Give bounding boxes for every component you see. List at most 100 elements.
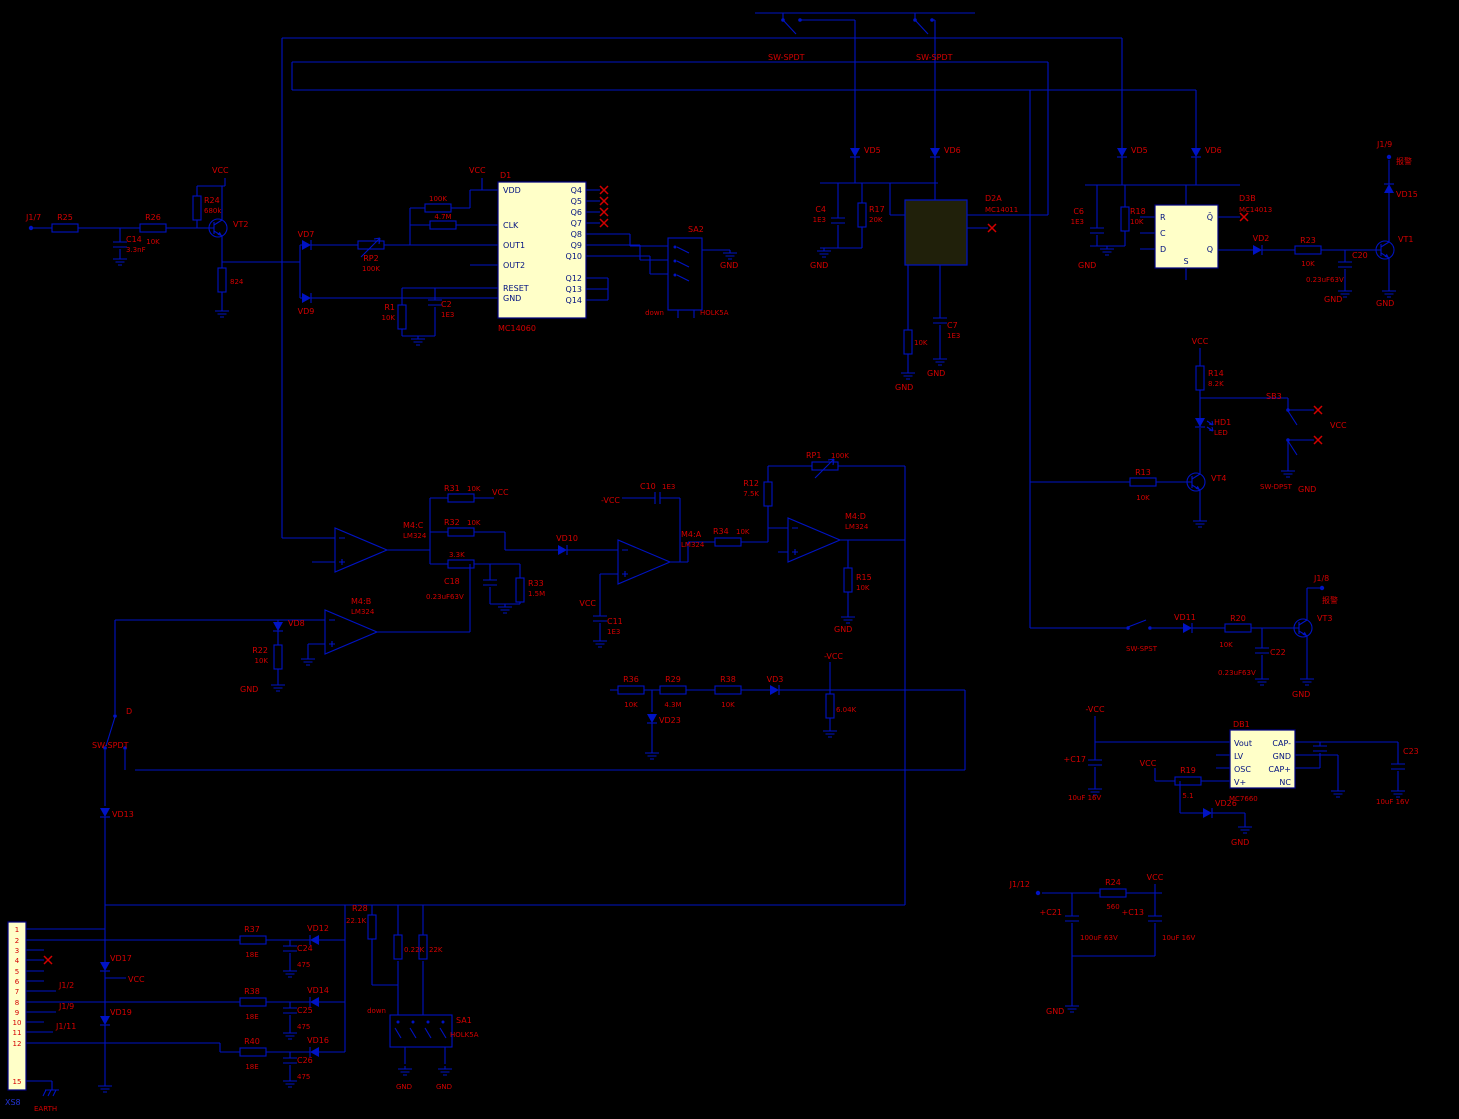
schematic-label: VD9: [298, 307, 315, 316]
schematic-label: HD1: [1214, 418, 1231, 427]
schematic-label: VD14: [307, 986, 329, 995]
schematic-label: 3: [15, 947, 19, 955]
schematic-label: XS8: [5, 1098, 21, 1107]
schematic-label: SW-SPDT: [768, 53, 805, 62]
wire-path: [1140, 160, 1390, 288]
schematic-label: R32: [444, 518, 460, 527]
schematic-label: Q12: [566, 274, 582, 283]
schematic-label: 4.7M: [434, 213, 451, 221]
schematic-label: GND: [1046, 1007, 1064, 1016]
schematic-label: VCC: [1140, 759, 1157, 768]
schematic-label: 100uF 63V: [1080, 934, 1118, 942]
schematic-label: VD17: [110, 954, 132, 963]
schematic-label: GND: [436, 1083, 452, 1091]
schematic-label: NC: [1279, 778, 1291, 787]
schematic-label: R24: [1105, 878, 1121, 887]
switch-contact-dot: [1126, 626, 1130, 630]
schematic-label: 4.3M: [664, 701, 681, 709]
schematic-label: C22: [1270, 648, 1286, 657]
ic-mc14013-block: [1154, 204, 1219, 269]
schematic-label: C18: [444, 577, 460, 586]
schematic-label: 4: [15, 957, 20, 965]
switch-contact-dot: [1286, 408, 1290, 412]
schematic-label: 824: [230, 278, 244, 286]
schematic-label: C23: [1403, 747, 1419, 756]
schematic-label: VT1: [1398, 235, 1413, 244]
schematic-label: 8.2K: [1208, 380, 1224, 388]
schematic-label: CAP-: [1272, 739, 1291, 748]
schematic-label: 22K: [429, 946, 443, 954]
wire-path: [104, 620, 966, 1052]
schematic-label: 0.23uF63V: [1218, 669, 1256, 677]
switch-contact-dot: [781, 18, 785, 22]
schematic-label: Q9: [571, 241, 582, 250]
schematic-label: RESET: [503, 284, 529, 293]
schematic-label: VD15: [1396, 190, 1418, 199]
schematic-label: Q̄: [1207, 212, 1213, 222]
schematic-label: GND: [503, 294, 521, 303]
schematic-label: R31: [444, 484, 460, 493]
dip-contact-dot: [441, 1020, 445, 1024]
schematic-label: 报警: [1322, 595, 1338, 605]
schematic-label: 12: [13, 1040, 22, 1048]
schematic-label: 18E: [245, 951, 258, 959]
schematic-label: R19: [1180, 766, 1196, 775]
schematic-label: 5.1: [1182, 792, 1193, 800]
schematic-label: 10K: [856, 584, 870, 592]
schematic-label: VD26: [1215, 799, 1237, 808]
schematic-label: down: [367, 1007, 386, 1015]
wire-path: [586, 189, 730, 318]
schematic-label: 10K: [721, 701, 735, 709]
schematic-label: C6: [1073, 207, 1084, 216]
switch-contact-dot: [123, 746, 127, 750]
schematic-label: R1: [384, 303, 395, 312]
schematic-label: 6: [15, 978, 20, 986]
schematic-label: GND: [1298, 485, 1316, 494]
components-layer: [28, 18, 1406, 1097]
switch-contact-dot: [913, 18, 917, 22]
schematic-label: R25: [57, 213, 73, 222]
schematic-label: RP2: [363, 254, 378, 263]
schematic-label: 560: [1106, 903, 1119, 911]
schematic-label: EARTH: [34, 1105, 57, 1113]
schematic-label: 1.5M: [528, 590, 545, 598]
dip-switch-sa2: [667, 237, 703, 311]
dip-contact-dot: [673, 259, 677, 263]
schematic-label: 18E: [245, 1013, 258, 1021]
schematic-label: Q: [1207, 245, 1213, 254]
schematic-label: 7: [15, 988, 19, 996]
schematic-label: M4:C: [403, 521, 424, 530]
schematic-label: Q6: [571, 208, 582, 217]
schematic-label: J1/9: [58, 1002, 74, 1011]
schematic-label: 10uF 16V: [1376, 798, 1410, 806]
schematic-label: VCC: [492, 488, 509, 497]
schematic-label: -VCC: [1085, 705, 1104, 714]
schematic-label: VD8: [288, 619, 305, 628]
schematic-label: LM324: [403, 532, 427, 540]
schematic-label: J1/2: [58, 981, 74, 990]
schematic-label: GND: [1376, 299, 1394, 308]
wires-layer: [26, 12, 1399, 1086]
schematic-label: 475: [297, 1073, 310, 1081]
schematic-label: VCC: [1330, 421, 1347, 430]
schematic-label: GND: [1231, 838, 1249, 847]
schematic-label: Q13: [566, 285, 582, 294]
schematic-label: R15: [856, 573, 872, 582]
terminal-dot: [1386, 154, 1392, 160]
switch-contact-dot: [798, 18, 802, 22]
connector-xs8-block: [7, 921, 27, 1091]
schematic-label: GND: [720, 261, 738, 270]
schematic-label: GND: [895, 383, 913, 392]
schematic-label: VD5: [1131, 146, 1148, 155]
schematic-label: GND: [1324, 295, 1342, 304]
schematic-label: VD16: [307, 1036, 329, 1045]
schematic-label: VT4: [1211, 474, 1226, 483]
schematic-label: C25: [297, 1006, 313, 1015]
switch-contact-dot: [113, 714, 117, 718]
dip-contact-dot: [411, 1020, 415, 1024]
schematic-label: VD2: [1253, 234, 1270, 243]
schematic-label: R40: [244, 1037, 260, 1046]
schematic-label: 8: [15, 999, 19, 1007]
